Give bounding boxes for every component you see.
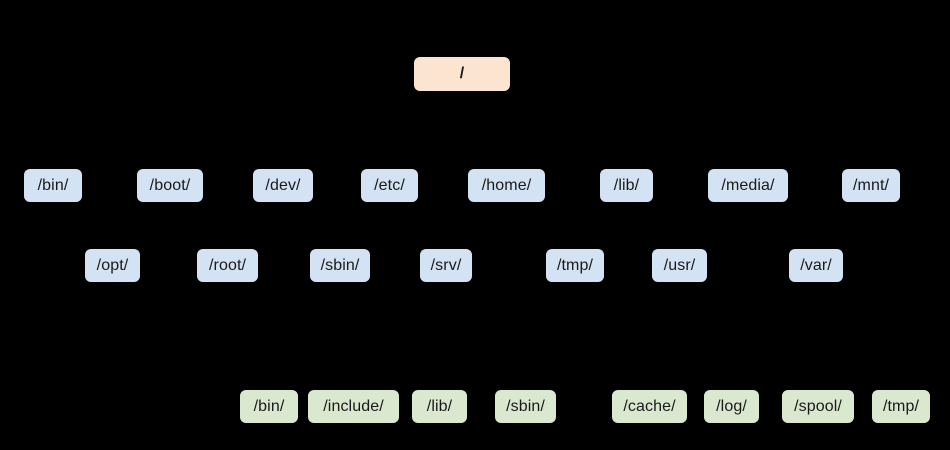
tree-node[interactable]: /boot/ bbox=[137, 169, 203, 202]
tree-node[interactable]: /include/ bbox=[308, 390, 399, 423]
tree-node[interactable]: /spool/ bbox=[782, 390, 854, 423]
tree-node[interactable]: /lib/ bbox=[600, 169, 653, 202]
tree-node[interactable]: /home/ bbox=[468, 169, 545, 202]
tree-node[interactable]: / bbox=[414, 57, 510, 91]
tree-node[interactable]: /bin/ bbox=[24, 169, 82, 202]
tree-node[interactable]: /sbin/ bbox=[495, 390, 556, 423]
tree-node[interactable]: /srv/ bbox=[420, 249, 472, 282]
tree-node[interactable]: /var/ bbox=[789, 249, 843, 282]
tree-node[interactable]: /media/ bbox=[708, 169, 788, 202]
tree-node[interactable]: /etc/ bbox=[361, 169, 418, 202]
tree-node[interactable]: /tmp/ bbox=[546, 249, 604, 282]
tree-node[interactable]: /tmp/ bbox=[872, 390, 930, 423]
tree-node[interactable]: /usr/ bbox=[652, 249, 707, 282]
tree-node[interactable]: /root/ bbox=[197, 249, 258, 282]
tree-node[interactable]: /bin/ bbox=[240, 390, 298, 423]
tree-node[interactable]: /log/ bbox=[704, 390, 759, 423]
tree-node[interactable]: /opt/ bbox=[85, 249, 140, 282]
tree-node[interactable]: /mnt/ bbox=[842, 169, 900, 202]
tree-node[interactable]: /lib/ bbox=[412, 390, 467, 423]
tree-node[interactable]: /dev/ bbox=[253, 169, 313, 202]
tree-node[interactable]: /cache/ bbox=[612, 390, 687, 423]
tree-node[interactable]: /sbin/ bbox=[310, 249, 370, 282]
